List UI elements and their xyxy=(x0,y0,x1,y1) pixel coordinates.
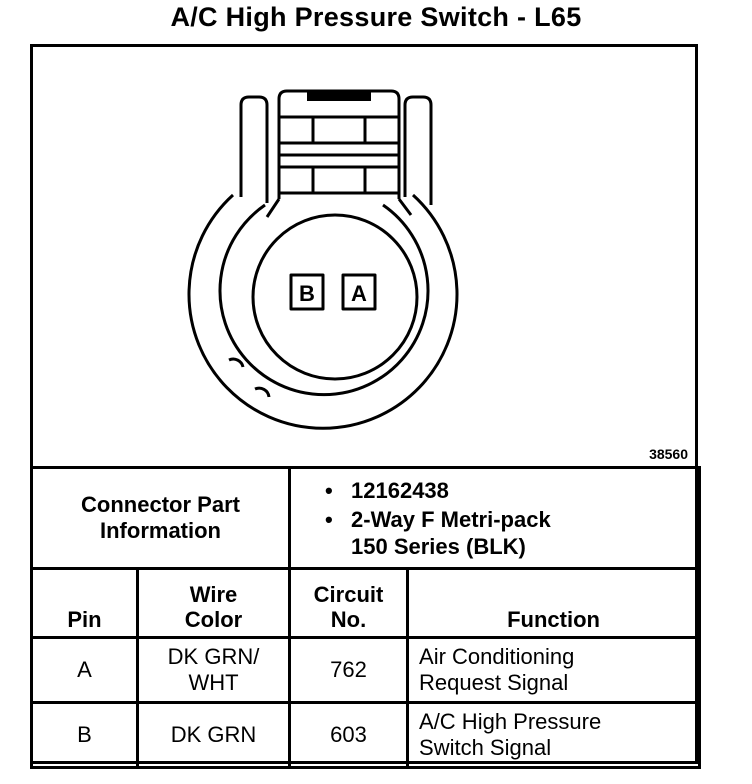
header-circuit: Circuit No. xyxy=(288,567,410,639)
part-number: 12162438 xyxy=(351,478,449,503)
table-row: B DK GRN 603 A/C High Pressure Switch Si… xyxy=(30,701,702,769)
bullet-icon: • xyxy=(325,478,333,503)
part-info-label-line2: Information xyxy=(100,518,221,543)
part-info-item: • 12162438 xyxy=(325,477,698,504)
connector-type: 2-Way F Metri-pack xyxy=(351,507,551,532)
connector-series: 150 Series (BLK) xyxy=(351,534,526,559)
cavity-a xyxy=(341,273,377,311)
pin-cell: B xyxy=(30,701,139,769)
header-function: Function xyxy=(406,567,702,639)
wire-color-cell: DK GRN/ WHT xyxy=(135,636,292,704)
right-latch-arm xyxy=(403,95,433,205)
connector-diagram: B A xyxy=(187,89,459,430)
lock-tab-shading xyxy=(307,91,371,101)
pin-cell: A xyxy=(30,636,139,704)
function-cell: Air Conditioning Request Signal xyxy=(406,636,702,704)
table-header-row: Pin Wire Color Circuit No. Function xyxy=(30,567,702,639)
figure-number: 38560 xyxy=(649,446,688,462)
table-row: A DK GRN/ WHT 762 Air Conditioning Reque… xyxy=(30,636,702,704)
function-cell: A/C High Pressure Switch Signal xyxy=(406,701,702,769)
connector-outer-body xyxy=(187,193,459,430)
header-wire-color: Wire Color xyxy=(135,567,292,639)
connector-table: Connector Part Information • 12162438 • … xyxy=(29,466,702,769)
connector-inner-body xyxy=(218,203,430,397)
left-latch-arm xyxy=(239,95,269,203)
cavity-a-label: A xyxy=(351,281,367,306)
circuit-cell: 762 xyxy=(288,636,410,704)
part-info-label: Connector Part Information xyxy=(29,466,292,570)
part-info-label-line1: Connector Part xyxy=(81,492,240,517)
page-title: A/C High Pressure Switch - L65 xyxy=(170,2,582,32)
header-pin: Pin xyxy=(30,567,139,639)
part-info-item: • 2-Way F Metri-pack 150 Series (BLK) xyxy=(325,506,698,560)
cavity-b xyxy=(289,273,325,311)
part-info-list: • 12162438 • 2-Way F Metri-pack 150 Seri… xyxy=(288,466,702,570)
lock-tab xyxy=(277,89,401,199)
wire-color-cell: DK GRN xyxy=(135,701,292,769)
circuit-cell: 603 xyxy=(288,701,410,769)
part-info-row: Connector Part Information • 12162438 • … xyxy=(29,466,702,570)
cavity-b-label: B xyxy=(299,281,315,306)
connector-face xyxy=(251,213,419,381)
bullet-icon: • xyxy=(325,507,333,532)
